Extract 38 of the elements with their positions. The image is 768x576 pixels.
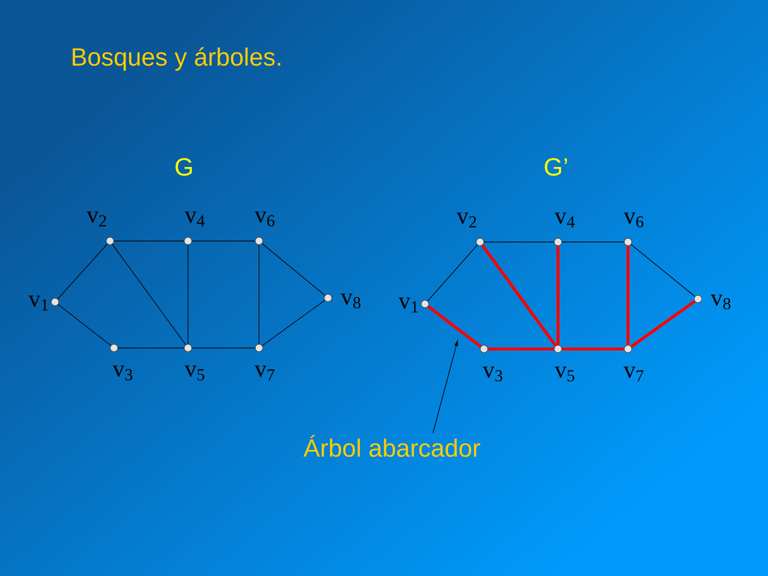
graph-edge: [427, 244, 478, 302]
leader-arrow: [432, 340, 458, 434]
graph-edge: [630, 244, 696, 297]
vertex-label: v$_{4}$: [554, 212, 575, 228]
graph-edge: [258, 244, 260, 344]
vertex-label: v$_{3}$: [112, 366, 132, 380]
vertex-label: v$_{4}$: [184, 212, 205, 226]
graph-edge: [481, 244, 557, 347]
graph-name: G: [176, 158, 192, 176]
vertex-label: v$_{6}$: [624, 212, 644, 228]
graph-edge: [488, 347, 554, 350]
vertex-label: v$_{7}$: [624, 366, 644, 382]
vertex-label: v$_{7}$: [254, 366, 274, 380]
graph-edge: [192, 240, 256, 242]
graph-edge: [57, 244, 108, 300]
graph-edge: [427, 305, 482, 348]
graph-edge: [262, 243, 326, 296]
graph-edge: [58, 304, 112, 346]
vertex-label: v$_{2}$: [456, 212, 476, 228]
graph-edge: [562, 347, 624, 350]
vertex-label: v$_{5}$: [554, 366, 574, 382]
vertex-label: v$_{3}$: [482, 366, 502, 382]
graph-edge: [630, 300, 696, 348]
graph-edge: [262, 300, 326, 346]
vertex-label: v$_{1}$: [28, 296, 48, 310]
graph-edge: [556, 246, 560, 345]
callout-text: Árbol abarcador: [303, 435, 480, 457]
vertex-label: v$_{8}$: [340, 294, 360, 308]
vertex-label: v$_{6}$: [254, 212, 274, 226]
graph-name: G’: [544, 158, 567, 176]
vertex-label: v$_{5}$: [184, 366, 204, 380]
vertex-label: v$_{8}$: [710, 294, 730, 310]
graph-edge: [112, 244, 186, 346]
title: Bosques y árboles.: [72, 47, 280, 71]
vertex-label: v$_{1}$: [398, 298, 418, 312]
graph-edge: [626, 246, 630, 345]
graph-edge: [114, 240, 184, 242]
vertex-label: v$_{2}$: [86, 212, 106, 226]
